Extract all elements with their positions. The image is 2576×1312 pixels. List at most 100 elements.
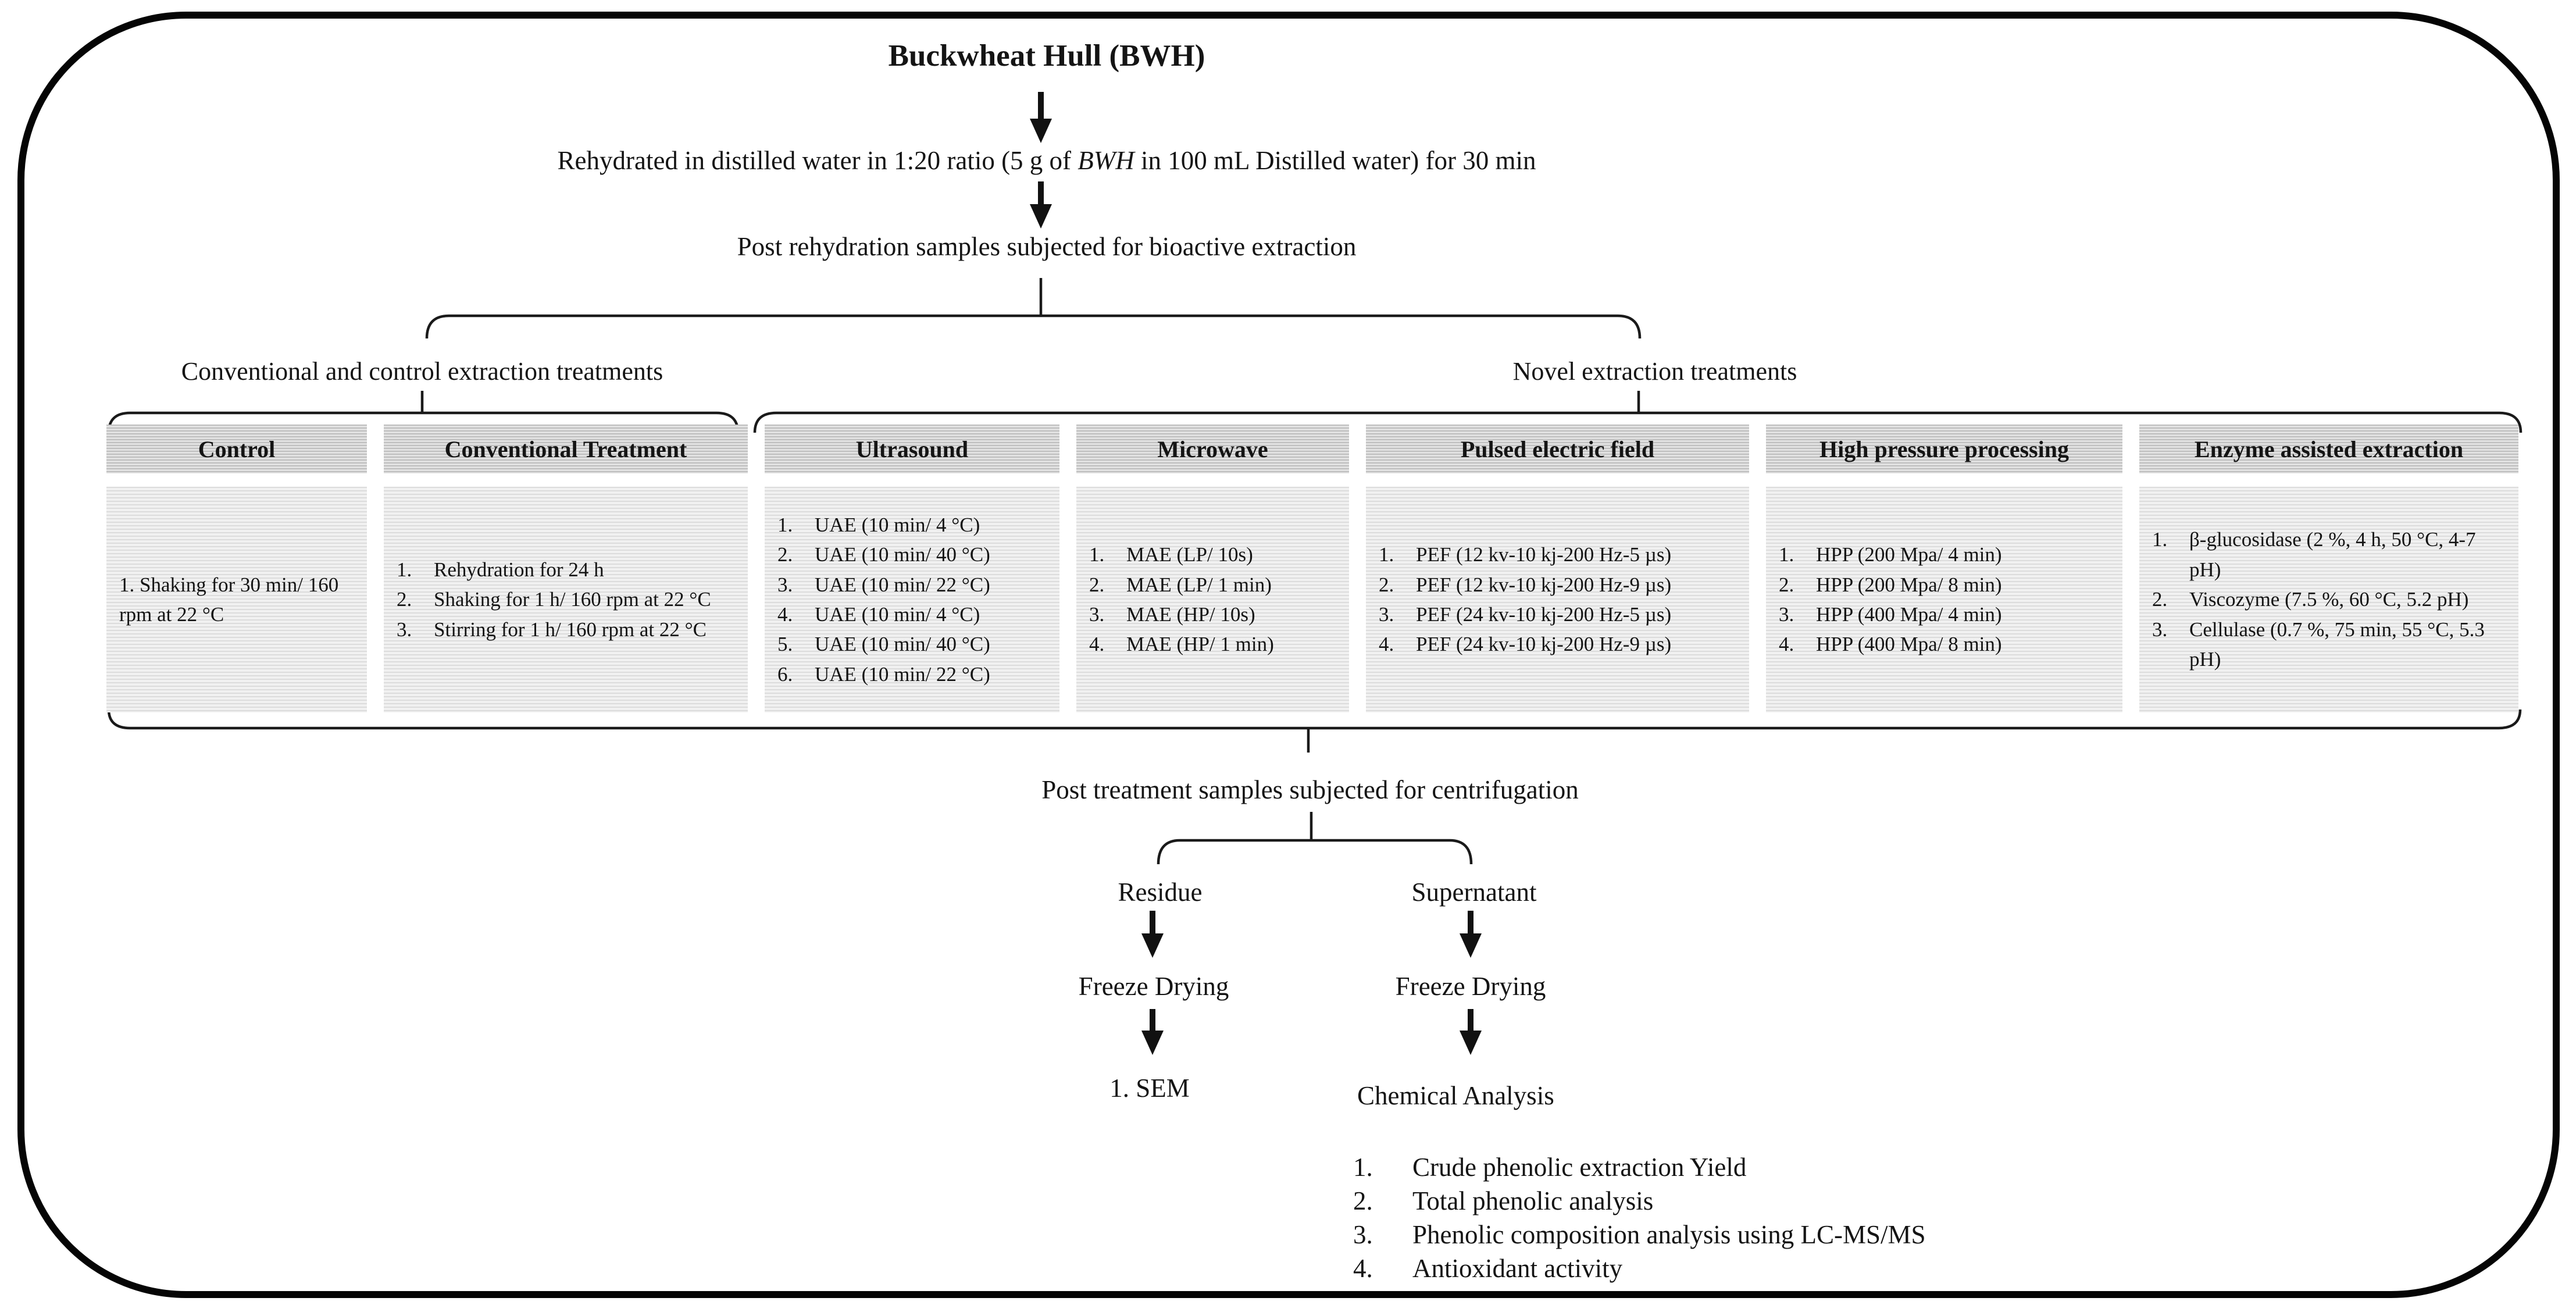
list-item: 2.PEF (12 kv-10 kj-200 Hz-9 µs) <box>1379 570 1736 600</box>
column-body: 1. HPP (200 Mpa/ 4 min) 2.HPP (200 Mpa/ 8 … <box>1766 487 2122 712</box>
list-text: UAE (10 min/ 22 °C) <box>815 662 990 686</box>
list-item: 1. MAE (LP/ 10s) <box>1089 540 1336 569</box>
list-text: PEF (24 kv-10 kj-200 Hz-9 µs) <box>1416 633 1672 656</box>
list-text: PEF (12 kv-10 kj-200 Hz-9 µs) <box>1416 573 1672 596</box>
chemical-analysis-list: 1. Crude phenolic extraction Yield 2. Total… <box>1353 1150 1926 1285</box>
list-item: 3. Stirring for 1 h/ 160 rpm at 22 °C <box>397 615 735 644</box>
list-number: 1. <box>397 558 412 581</box>
rehydration-step: Rehydrated in distilled water in 1:20 ra… <box>558 145 1536 176</box>
list-number: 2. <box>1353 1186 1373 1215</box>
column-body: 1.MAE (LP/ 10s)2.MAE (LP/ 1 min)3.MAE (H… <box>1076 487 1349 712</box>
outer-border <box>17 12 2560 1298</box>
list-number: 2. <box>397 588 412 611</box>
list-number: 1. <box>777 513 793 536</box>
treatment-column: Ultrasound 1. UAE (10 min/ 4 °C) 2. UAE (10 … <box>765 425 1059 712</box>
list-text: UAE (10 min/ 40 °C) <box>815 543 990 566</box>
list-item: 4. UAE (10 min/ 4 °C) <box>777 600 1047 629</box>
list-number: 1. <box>1089 543 1105 566</box>
list-text: Viscozyme (7.5 %, 60 °C, 5.2 pH) <box>2189 588 2469 611</box>
list-text: MAE (LP/ 10s) <box>1126 543 1253 566</box>
list-item: 1. UAE (10 min/ 4 °C) <box>777 510 1047 540</box>
post-treatment-step: Post treatment samples subjected for cen… <box>1041 775 1579 804</box>
group-label-novel: Novel extraction treatments <box>1512 357 1797 386</box>
branch-label-residue: Residue <box>1118 878 1203 907</box>
down-arrow-residue <box>1141 911 1164 958</box>
column-body: 1. UAE (10 min/ 4 °C) 2. UAE (10 min/ 40 °C… <box>765 487 1059 712</box>
list-number: 1. <box>2152 528 2168 551</box>
list-text: Crude phenolic extraction Yield <box>1412 1153 1747 1182</box>
group-brace-conventional <box>107 391 740 433</box>
list-text: UAE (10 min/ 22 °C) <box>815 573 990 596</box>
list-text: HPP (200 Mpa/ 8 min) <box>1816 573 2002 596</box>
sem-result: 1. SEM <box>1109 1074 1190 1103</box>
list-item: 4. MAE (HP/ 1 min) <box>1089 629 1336 659</box>
list-text: MAE (HP/ 1 min) <box>1126 633 1274 656</box>
analysis-item: 2. Total phenolic analysis <box>1353 1184 1926 1218</box>
list-text: UAE (10 min/ 4 °C) <box>815 603 980 626</box>
list-number: 1. <box>1379 543 1394 566</box>
down-arrow-supernatant <box>1460 911 1482 958</box>
list-text: MAE (LP/ 1 min) <box>1126 573 1272 596</box>
list-item: 2.HPP (200 Mpa/ 8 min) <box>1779 570 2110 600</box>
down-arrow-title <box>1030 92 1052 143</box>
list-number: 4. <box>1353 1254 1373 1283</box>
branch-label-supernatant: Supernatant <box>1411 878 1537 907</box>
column-header: Pulsed electric field <box>1366 425 1749 473</box>
list-number: 1. <box>1779 543 1794 566</box>
analysis-item: 3.Phenolic composition analysis using LC… <box>1353 1218 1926 1252</box>
column-body: 1.β-glucosidase (2 %, 4 h, 50 °C, 4-7 pH… <box>2139 487 2518 712</box>
freeze-drying-supernatant: Freeze Drying <box>1395 972 1546 1001</box>
rehydration-text-prefix: Rehydrated in distilled water in 1:20 ra… <box>557 146 1078 175</box>
list-item: 1.β-glucosidase (2 %, 4 h, 50 °C, 4-7 pH… <box>2152 525 2506 584</box>
list-number: 2. <box>2152 588 2168 611</box>
list-item: 4.PEF (24 kv-10 kj-200 Hz-9 µs) <box>1379 629 1736 659</box>
rehydration-text-bwh: BWH <box>1078 146 1134 175</box>
list-text: Stirring for 1 h/ 160 rpm at 22 °C <box>434 618 707 641</box>
list-item: 5.UAE (10 min/ 40 °C) <box>777 629 1047 659</box>
list-text: UAE (10 min/ 4 °C) <box>815 513 980 536</box>
list-text: Rehydration for 24 h <box>434 558 604 581</box>
list-text: Shaking for 1 h/ 160 rpm at 22 °C <box>434 588 711 611</box>
column-header: Ultrasound <box>765 425 1059 473</box>
list-number: 5. <box>777 633 793 656</box>
collect-brace-centrifugation <box>107 709 2522 753</box>
list-number: 3. <box>1379 603 1394 626</box>
list-item: 6. UAE (10 min/ 22 °C) <box>777 659 1047 689</box>
down-arrow-rehydration <box>1030 181 1052 229</box>
list-number: 3. <box>1779 603 1794 626</box>
analysis-item: 4.Antioxidant activity <box>1353 1252 1926 1285</box>
column-body: 1. Rehydration for 24 h 2. Shaking for 1 h/… <box>384 487 748 712</box>
list-number: 6. <box>777 662 793 686</box>
list-number: 1. <box>1353 1153 1373 1182</box>
list-number: 4. <box>777 603 793 626</box>
list-item: 3.UAE (10 min/ 22 °C) <box>777 570 1047 600</box>
chemical-analysis-heading: Chemical Analysis <box>1357 1081 1554 1110</box>
list-text: Cellulase (0.7 %, 75 min, 55 °C, 5.3 pH) <box>2189 618 2485 671</box>
column-header: Enzyme assisted extraction <box>2139 425 2518 473</box>
list-item: 3.Cellulase (0.7 %, 75 min, 55 °C, 5.3 p… <box>2152 615 2506 675</box>
down-arrow-freeze-right <box>1460 1009 1482 1055</box>
group-brace-novel <box>753 391 2523 433</box>
split-brace-extraction <box>425 278 1642 339</box>
list-text: PEF (24 kv-10 kj-200 Hz-5 µs) <box>1416 603 1672 626</box>
list-text: HPP (400 Mpa/ 8 min) <box>1816 633 2002 656</box>
list-number: 3. <box>397 618 412 641</box>
list-text: HPP (200 Mpa/ 4 min) <box>1816 543 2002 566</box>
list-number: 4. <box>1089 633 1105 656</box>
column-body: 1.PEF (12 kv-10 kj-200 Hz-5 µs)2.PEF (12… <box>1366 487 1749 712</box>
list-item: 1. Shaking for 30 min/ 160 rpm at 22 °C <box>119 573 339 626</box>
split-brace-centrifugation <box>1157 812 1473 865</box>
list-number: 4. <box>1779 633 1794 656</box>
column-body: 1. Shaking for 30 min/ 160 rpm at 22 °C <box>106 487 367 712</box>
list-number: 2. <box>777 543 793 566</box>
list-number: 2. <box>1089 573 1105 596</box>
list-item: 2. Viscozyme (7.5 %, 60 °C, 5.2 pH) <box>2152 584 2506 614</box>
list-text: Total phenolic analysis <box>1412 1186 1654 1215</box>
